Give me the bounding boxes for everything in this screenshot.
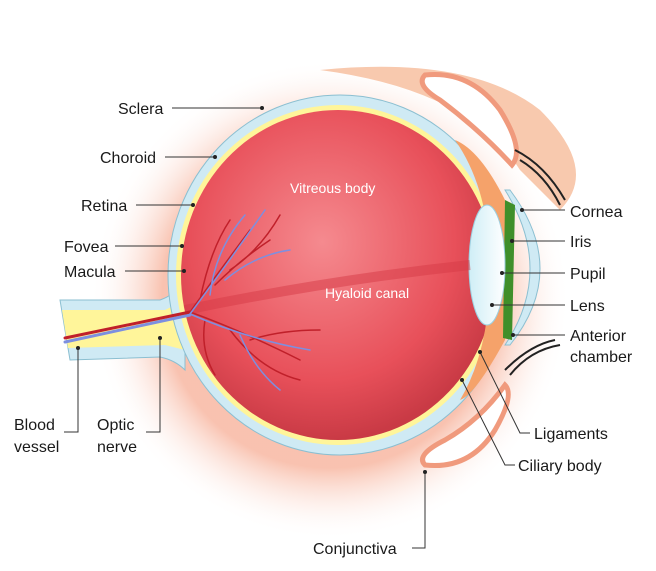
lens bbox=[468, 204, 506, 326]
label-optic-nerve-line1: Optic bbox=[97, 417, 134, 434]
label-cornea: Cornea bbox=[570, 204, 623, 221]
label-fovea: Fovea bbox=[64, 239, 109, 256]
ciliary-body bbox=[455, 140, 505, 400]
label-iris: Iris bbox=[570, 234, 591, 251]
vitreous-body-label: Vitreous body bbox=[290, 180, 375, 196]
label-sclera: Sclera bbox=[118, 101, 163, 118]
label-optic-nerve-line2: nerve bbox=[97, 439, 137, 456]
retina bbox=[181, 110, 495, 440]
label-ciliary-body: Ciliary body bbox=[518, 458, 602, 475]
label-retina: Retina bbox=[81, 198, 127, 215]
upper-conjunctiva bbox=[419, 71, 519, 169]
label-pupil: Pupil bbox=[570, 266, 606, 283]
retinal-blood-vessels bbox=[63, 209, 321, 391]
eyelashes-upper bbox=[514, 149, 566, 206]
label-blood-vessel-line1: Blood bbox=[14, 417, 55, 434]
upper-eyelid bbox=[320, 66, 576, 211]
label-ligaments: Ligaments bbox=[534, 426, 608, 443]
label-conjunctiva: Conjunctiva bbox=[313, 541, 397, 558]
cornea bbox=[504, 189, 541, 346]
label-anterior-chamber-line2: chamber bbox=[570, 349, 633, 366]
eyelashes-lower bbox=[504, 339, 561, 376]
label-blood-vessel-line2: vessel bbox=[14, 439, 59, 456]
hyaloid-canal-label: Hyaloid canal bbox=[325, 285, 409, 301]
label-choroid: Choroid bbox=[100, 150, 156, 167]
label-lens: Lens bbox=[570, 298, 605, 315]
label-macula: Macula bbox=[64, 264, 116, 281]
leader-lines bbox=[64, 106, 565, 549]
hyaloid-canal bbox=[183, 260, 471, 315]
label-anterior-chamber-line1: Anterior bbox=[570, 328, 627, 345]
lower-conjunctiva bbox=[420, 381, 511, 469]
